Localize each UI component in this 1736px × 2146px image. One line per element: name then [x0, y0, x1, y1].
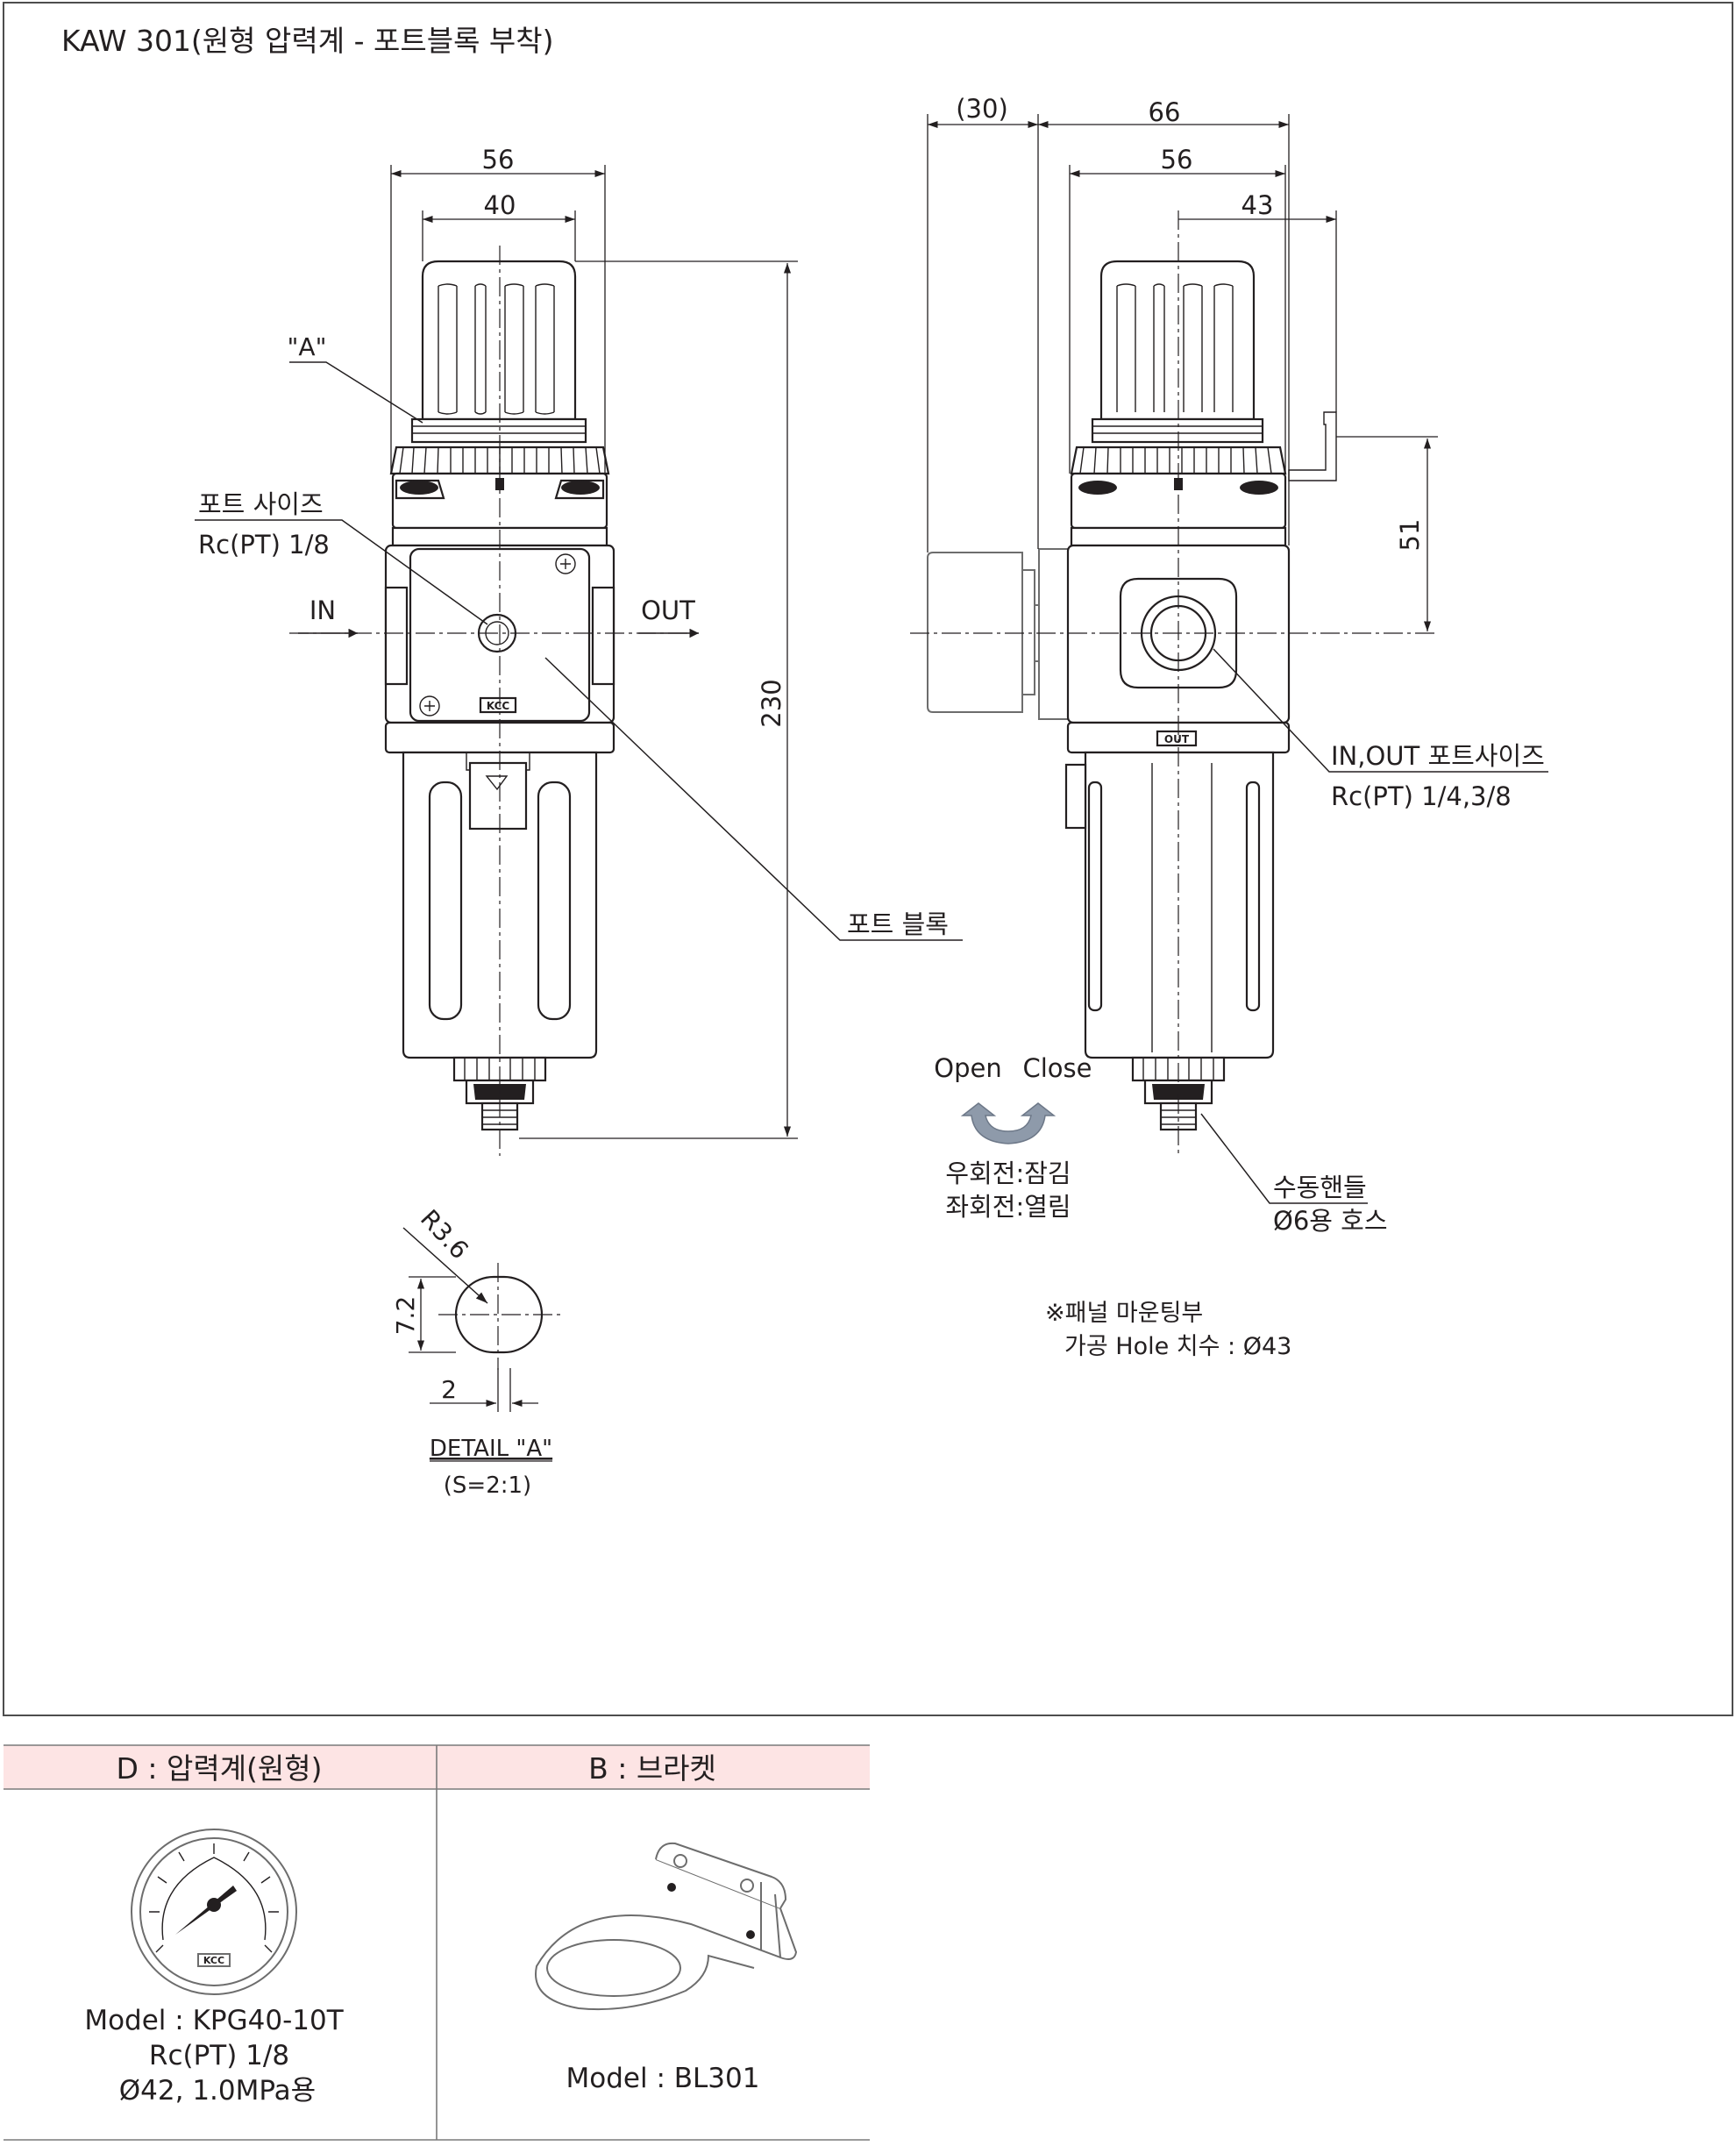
side-gauge	[927, 552, 1023, 713]
front-brand-plate	[479, 696, 517, 714]
front-thread-ring	[410, 417, 587, 444]
side-dim-51: 51	[1395, 519, 1425, 552]
bracket-icon	[535, 1842, 798, 2011]
side-port-size-label: IN,OUT 포트사이즈	[1331, 741, 1545, 771]
bracket-model: Model : BL301	[566, 2063, 760, 2094]
side-dim-30: (30)	[956, 94, 1008, 124]
hose-label: Ø6용 호스	[1273, 1206, 1388, 1236]
rotate-right-text: 우회전:잠김	[945, 1159, 1071, 1188]
detail-a-ref: "A"	[288, 332, 327, 361]
detail-scale: (S=2:1)	[444, 1472, 531, 1499]
detail-width: 2	[441, 1375, 457, 1404]
gauge-model: Model : KPG40-10T	[84, 2005, 344, 2036]
port-block-label: 포트 블록	[847, 909, 949, 939]
drawing-frame	[3, 2, 1733, 1716]
side-dim-56: 56	[1161, 145, 1193, 175]
side-knob	[1099, 260, 1256, 421]
bracket-header: B : 브라켓	[588, 1751, 716, 1786]
detail-radius: R3.6	[415, 1204, 474, 1265]
detail-height: 7.2	[391, 1296, 420, 1336]
side-view: OUT (30) 66 56 43 51	[910, 94, 1548, 1360]
side-bowl	[1084, 751, 1275, 1059]
options-table: D : 압력계(원형) B : 브라켓 KCC Model : KPG40-10…	[4, 1744, 870, 2141]
front-port-size-label: 포트 사이즈	[198, 489, 324, 519]
side-dim-66: 66	[1149, 97, 1181, 127]
front-dim-40: 40	[484, 190, 516, 220]
front-view: KCC IN OUT 56 40 230	[195, 145, 963, 1156]
side-out-plate	[1156, 730, 1198, 747]
in-label: IN	[309, 595, 336, 625]
panel-note-1: ※패널 마운팅부	[1045, 1300, 1203, 1327]
side-dim-43: 43	[1242, 190, 1274, 220]
front-port-size-value: Rc(PT) 1/8	[198, 530, 330, 560]
side-port-size-value: Rc(PT) 1/4,3/8	[1331, 781, 1512, 811]
front-knob-ribs	[438, 283, 555, 415]
open-label: Open	[934, 1053, 1001, 1083]
gauge-brand: KCC	[203, 1955, 224, 1966]
front-dim-56: 56	[482, 145, 515, 175]
side-panel-bracket	[1288, 411, 1337, 481]
front-knob	[421, 260, 577, 421]
drawing-title: KAW 301(원형 압력계 - 포트블록 부착)	[61, 24, 554, 58]
out-label: OUT	[641, 595, 695, 625]
rotation-arrow	[960, 1102, 1057, 1144]
detail-a: R3.6 7.2 2 DETAIL "A" (S=2:1)	[391, 1204, 563, 1499]
panel-note-2: 가공 Hole 치수 : Ø43	[1064, 1333, 1291, 1360]
detail-slot	[454, 1275, 544, 1354]
front-brand-text: KCC	[487, 700, 510, 712]
rotate-left-text: 좌회전:열림	[945, 1192, 1071, 1222]
gauge-icon: KCC	[131, 1829, 297, 1995]
detail-title: DETAIL "A"	[430, 1436, 552, 1462]
close-label: Close	[1023, 1053, 1092, 1083]
gauge-port: Rc(PT) 1/8	[149, 2040, 289, 2071]
side-out-text: OUT	[1164, 733, 1190, 745]
manual-handle-label: 수동핸들	[1273, 1173, 1367, 1202]
gauge-header: D : 압력계(원형)	[116, 1751, 322, 1786]
gauge-spec: Ø42, 1.0MPa용	[119, 2075, 316, 2107]
front-dim-230: 230	[757, 679, 786, 727]
